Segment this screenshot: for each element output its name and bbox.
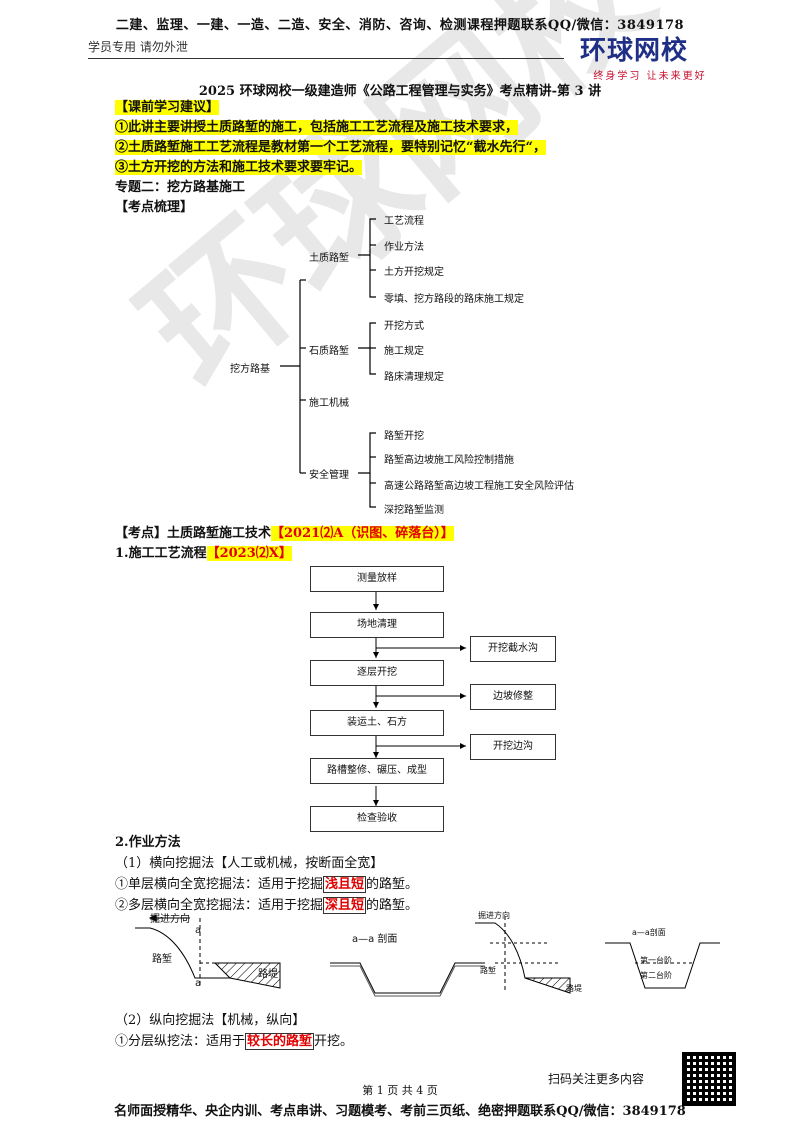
fig3-dir-label: 掘进方向: [478, 911, 510, 920]
item1-text: ①单层横向全宽挖掘法：适用于挖掘: [115, 877, 324, 892]
flow-side-step: 开挖边沟: [470, 734, 556, 760]
flow-step: 逐层开挖: [310, 660, 444, 686]
fig4-step2-label: 第二台阶: [640, 971, 672, 980]
tree-leaf: 路堑开挖: [384, 431, 424, 442]
qr-code: [682, 1052, 736, 1106]
fig1-fill-label: 路堤: [258, 969, 278, 980]
flow-arrows: [373, 590, 466, 806]
brand-logo: 环球网校 终身学习 让未来更好: [580, 30, 730, 82]
logo-text: 环球网校: [580, 36, 689, 66]
item2-tail: 的路堑。: [366, 898, 419, 913]
kaodian-tag: 【2021⑵A（识图、碎落台）】: [271, 526, 454, 541]
kaodian-label: 【考点】土质路堑施工技术: [115, 526, 272, 541]
flow-side-step: 开挖截水沟: [470, 636, 556, 662]
logo-slogan: 终身学习 让未来更好: [593, 71, 707, 82]
tree-leaf: 作业方法: [384, 242, 424, 253]
kaodian-line: 【考点】土质路堑施工技术【2021⑵A（识图、碎落台）】: [115, 522, 454, 541]
section2-sub1: （1）横向挖掘法【人工或机械，按断面全宽】: [115, 856, 384, 871]
section1-label: 1.施工工艺流程: [115, 546, 207, 561]
flow-step: 测量放样: [310, 566, 444, 592]
tree-branch-2: 石质路堑: [309, 346, 349, 357]
advice-heading: 【课前学习建议】: [115, 100, 220, 115]
item1-tail: 的路堑。: [366, 877, 419, 892]
fig1-a-top: a: [195, 925, 202, 936]
advice-item-3: ③土方开挖的方法和施工技术要求要牢记。: [115, 160, 363, 175]
section2-item1: ①单层横向全宽挖掘法：适用于挖掘浅且短的路堑。: [115, 874, 418, 895]
flow-step: 场地清理: [310, 612, 444, 638]
fig2-section-label: a—a 剖面: [352, 934, 398, 945]
section1-tag: 【2023⑵X】: [206, 546, 292, 561]
item3-tail: 开挖。: [314, 1034, 354, 1049]
flow-side-step: 边坡修整: [470, 684, 556, 710]
fig1-dir-label: 掘进方向: [150, 914, 190, 925]
advice-item-2: ②土质路堑施工工艺流程是教材第一个工艺流程，要特别记忆“截水先行“，: [115, 140, 546, 155]
tree-leaf: 施工规定: [384, 346, 424, 357]
item3-text: ①分层纵挖法：适用于: [115, 1034, 246, 1049]
section2-block: 2.作业方法 （1）横向挖掘法【人工或机械，按断面全宽】 ①单层横向全宽挖掘法：…: [115, 832, 418, 916]
tree-root: 挖方路基: [230, 364, 270, 375]
section2-sub2: （2）纵向挖掘法【机械，纵向】: [115, 1013, 306, 1028]
tree-branch-3: 施工机械: [309, 398, 349, 409]
tree-leaf: 路堑高边坡施工风险控制措施: [384, 455, 514, 466]
fig3-cut-label: 路堑: [480, 966, 496, 975]
tree-leaf: 土方开挖规定: [384, 267, 444, 278]
section2-item2: ②多层横向全宽挖掘法：适用于挖掘深且短的路堑。: [115, 895, 418, 916]
flow-step: 装运土、石方: [310, 710, 444, 736]
topic-heading: 专题二：挖方路基施工: [115, 180, 246, 195]
item1-key: 浅且短: [323, 876, 367, 893]
item2-key: 深且短: [323, 897, 367, 914]
fig4-step1-label: 第一台阶: [640, 956, 672, 965]
fig3-fill-label: 路堤: [566, 984, 582, 993]
tree-branch-4: 安全管理: [309, 470, 349, 481]
flow-step: 检查验收: [310, 806, 444, 832]
page-title: 2025 环球网校一级建造师《公路工程管理与实务》考点精讲-第 3 讲: [198, 84, 602, 99]
fig1-cut-label: 路堑: [152, 954, 172, 965]
advice-block: 【课前学习建议】 ①此讲主要讲授土质路堑的施工，包括施工工艺流程及施工技术要求，…: [115, 98, 546, 218]
fig1-a-bottom: a: [195, 978, 202, 989]
header-contact-line: 二建、监理、一建、一造、二造、安全、消防、咨询、检测课程押题联系QQ/微信：38…: [115, 18, 685, 33]
section2-item3: ①分层纵挖法：适用于较长的路堑开挖。: [115, 1031, 353, 1052]
header-divider: [88, 58, 564, 59]
page-number: 第 1 页 共 4 页: [362, 1084, 438, 1097]
item2-text: ②多层横向全宽挖掘法：适用于挖掘: [115, 898, 324, 913]
flow-step: 路槽整修、碾压、成型: [310, 758, 444, 784]
tree-leaf: 深挖路堑监测: [384, 505, 444, 516]
section2-long: （2）纵向挖掘法【机械，纵向】 ①分层纵挖法：适用于较长的路堑开挖。: [115, 1010, 353, 1052]
item3-key: 较长的路堑: [245, 1033, 315, 1050]
tree-leaf: 路床清理规定: [384, 372, 444, 383]
tree-leaf: 工艺流程: [384, 216, 424, 227]
header-left-note: 学员专用 请勿外泄: [88, 40, 188, 54]
scan-note: 扫码关注更多内容: [548, 1072, 645, 1086]
section1-line: 1.施工工艺流程【2023⑵X】: [115, 542, 292, 561]
kaodian-shuli-heading: 【考点梳理】: [115, 200, 194, 215]
tree-leaf: 高速公路路堑高边坡工程施工安全风险评估: [384, 481, 574, 492]
excavation-figures: [135, 914, 720, 997]
tree-leaf: 开挖方式: [384, 321, 424, 332]
topic-tree-lines: [280, 218, 376, 508]
tree-branch-1: 土质路堑: [309, 253, 349, 264]
footer-contact-line: 名师面授精华、央企内训、考点串讲、习题模考、考前三页纸、绝密押题联系QQ/微信：…: [114, 1104, 686, 1119]
section2-label: 2.作业方法: [115, 835, 181, 850]
tree-leaf: 零填、挖方路段的路床施工规定: [384, 294, 524, 305]
fig4-section-label: a—a剖面: [632, 928, 666, 937]
advice-item-1: ①此讲主要讲授土质路堑的施工，包括施工工艺流程及施工技术要求，: [115, 120, 519, 135]
